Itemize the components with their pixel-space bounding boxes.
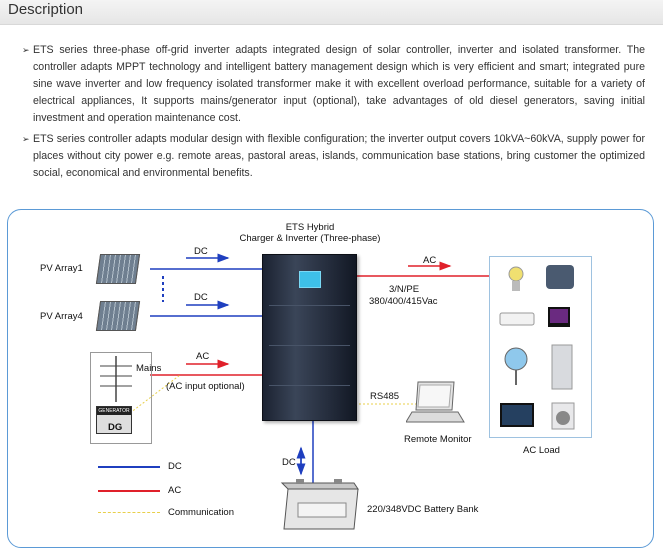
- legend-ac-line: [98, 490, 160, 492]
- motor-icon: [546, 265, 574, 289]
- legend-communication-line: [98, 512, 160, 513]
- fan-icon: [504, 347, 528, 385]
- section-header: Description: [0, 0, 663, 25]
- battery-bank-label: 220/348VDC Battery Bank: [367, 504, 479, 515]
- mains-label: Mains: [136, 363, 162, 374]
- refrigerator-icon: [551, 344, 573, 390]
- ac-label-mains: AC: [196, 351, 210, 362]
- mains-generator-box: [90, 352, 152, 444]
- legend-ac-label: AC: [168, 485, 182, 496]
- description-bullet-2: ➢ETS series controller adapts modular de…: [22, 133, 645, 179]
- rs485-label: RS485: [370, 391, 400, 402]
- description-text: ➢ETS series three-phase off-grid inverte…: [22, 42, 645, 186]
- system-diagram-frame: [7, 209, 654, 548]
- pv-array1-label: PV Array1: [40, 263, 83, 274]
- comm-line-dg: [129, 374, 181, 414]
- legend-dc-line: [98, 466, 160, 468]
- solar-panel-icon: [95, 254, 141, 284]
- dg-label: DG: [108, 422, 123, 433]
- ac-load-box: [489, 256, 592, 438]
- computer-icon: [548, 307, 570, 327]
- laptop-icon: [406, 381, 465, 423]
- dc-label-mid: DC: [194, 292, 208, 303]
- power-pole-icon: [100, 356, 132, 402]
- arrow-bullet-icon: ➢: [22, 134, 30, 144]
- bulb-icon: [508, 266, 524, 291]
- television-icon: [500, 403, 534, 427]
- washing-machine-icon: [551, 402, 575, 430]
- remote-monitor-label: Remote Monitor: [404, 434, 472, 445]
- hybrid-inverter-cabinet: [262, 254, 357, 421]
- inverter-display: [299, 271, 321, 288]
- dc-label-top: DC: [194, 246, 208, 257]
- air-conditioner-icon: [499, 312, 535, 326]
- inverter-title: ETS Hybrid Charger & Inverter (Three-pha…: [239, 222, 381, 244]
- solar-panel-icon: [95, 301, 141, 331]
- legend-dc-label: DC: [168, 461, 182, 472]
- section-title: Description: [8, 1, 84, 18]
- ac-load-label: AC Load: [523, 445, 560, 456]
- appliance-icons: [499, 265, 575, 430]
- dc-label-battery: DC: [282, 457, 296, 468]
- pv-array4-label: PV Array4: [40, 311, 83, 322]
- ac-input-optional-label: (AC input optional): [166, 381, 245, 392]
- generator-icon: GENERATOR: [96, 406, 132, 434]
- battery-icon: [280, 479, 359, 530]
- legend-communication-label: Communication: [168, 507, 234, 518]
- output-spec-2: 380/400/415Vac: [369, 296, 438, 307]
- output-spec-1: 3/N/PE: [389, 284, 420, 295]
- ac-label-out: AC: [423, 255, 437, 266]
- description-bullet-1: ➢ETS series three-phase off-grid inverte…: [22, 44, 645, 124]
- arrow-bullet-icon: ➢: [22, 45, 30, 55]
